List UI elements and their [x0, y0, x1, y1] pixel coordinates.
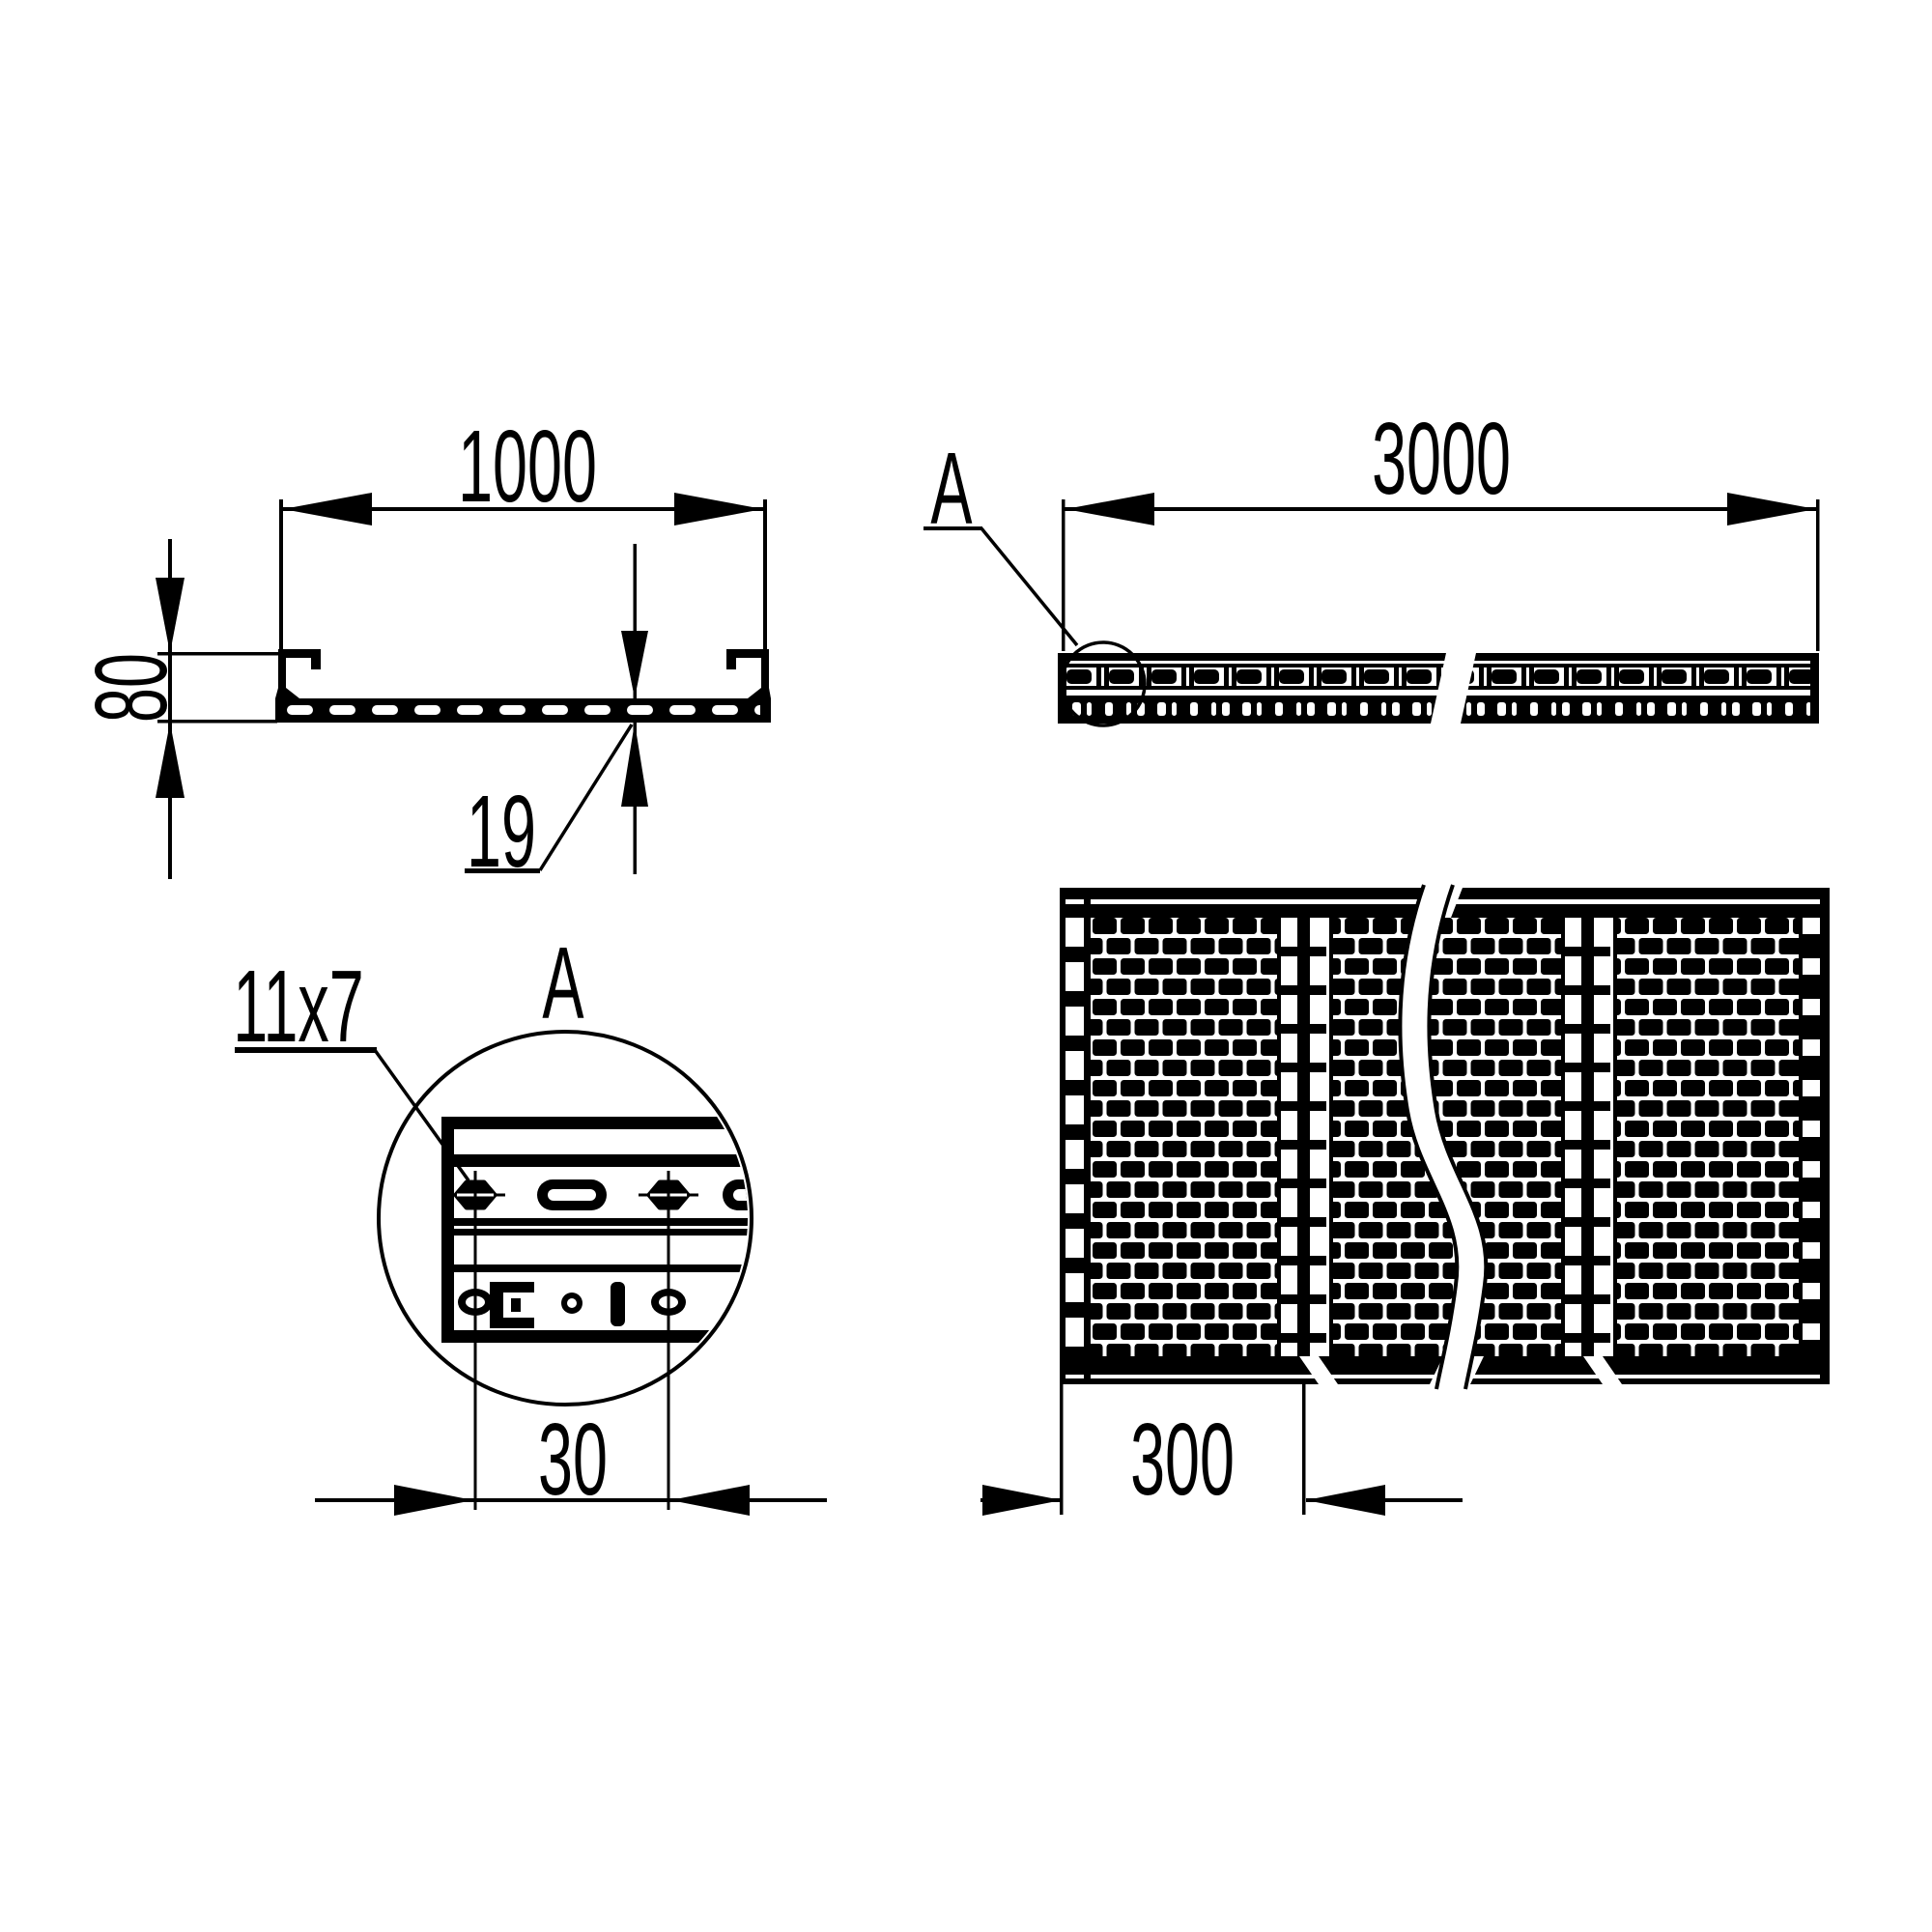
svg-text:11x7: 11x7 — [233, 950, 363, 1064]
svg-text:A: A — [542, 926, 583, 1040]
svg-text:300: 300 — [1130, 1403, 1235, 1517]
svg-text:1000: 1000 — [458, 410, 597, 524]
svg-text:30: 30 — [538, 1403, 608, 1517]
svg-text:3000: 3000 — [1372, 402, 1511, 516]
